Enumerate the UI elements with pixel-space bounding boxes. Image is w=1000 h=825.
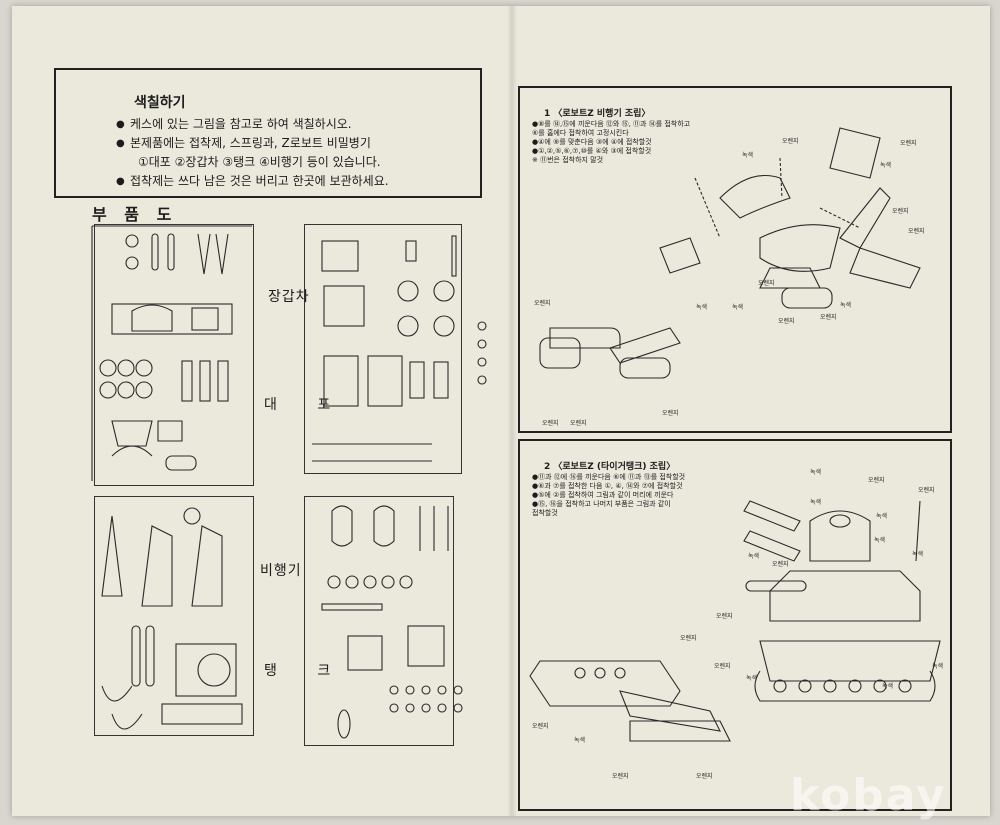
color-callout: 오렌지 (696, 773, 713, 780)
assembly-step: ●⑧를 ⑭,⑮에 끼운다음 ⑫와 ⑮, ⑪과 ⑭를 접착하고 (532, 120, 691, 128)
color-callout: 녹색 (696, 304, 708, 311)
color-callout: 녹색 (880, 162, 892, 169)
color-callout: 녹색 (748, 553, 760, 560)
color-callout: 오렌지 (662, 410, 679, 417)
color-callout: 오렌지 (782, 138, 799, 145)
color-callout: 녹색 (732, 304, 744, 311)
parts-line-art (91, 225, 487, 739)
label-airplane: 비행기 (260, 563, 302, 579)
color-callout: 오렌지 (542, 420, 559, 427)
center-fold (507, 6, 517, 816)
color-callout: 녹색 (932, 663, 944, 670)
color-callout: 녹색 (874, 537, 886, 544)
instruction-sheet: 색칠하기 케스에 있는 그림을 참고로 하여 색칠하시오. 본제품에는 접착제,… (12, 6, 990, 816)
tiger-tank-assembly-title: 2 〈로보트Z (타이거탱크) 조립〉 (544, 462, 676, 472)
color-callout: 오렌지 (532, 723, 549, 730)
airplane-assembly-title: 1 〈로보트Z 비행기 조립〉 (544, 109, 651, 119)
color-callout: 오렌지 (716, 613, 733, 620)
sprue-frame-a (94, 224, 254, 486)
color-callout: 오렌지 (772, 561, 789, 568)
color-callout: 녹색 (810, 499, 822, 506)
assembly-step: ●⑮, ⑯을 접착하고 나머지 부품은 그림과 같이 (532, 500, 671, 508)
airplane-assembly-panel: 1 〈로보트Z 비행기 조립〉 ●⑧를 ⑭,⑮에 끼운다음 ⑫와 ⑮, ⑪과 ⑭… (518, 86, 952, 433)
assembly-step: ●⑥과 ⑦를 접착한 다음 ①, ④, ⑭와 ⑦에 접착할것 (532, 482, 683, 490)
assembly-step: ●④에 ⑨를 맞춘다음 ③에 ④에 접착할것 (532, 138, 652, 146)
color-callout: 오렌지 (714, 663, 731, 670)
assembly-step: ※ ⑪번은 접착하지 말것 (532, 156, 604, 164)
color-callout: 오렌지 (918, 487, 935, 494)
color-callout: 오렌지 (680, 635, 697, 642)
color-callout: 오렌지 (908, 228, 925, 235)
airplane-assembly-steps: ●⑧를 ⑭,⑮에 끼운다음 ⑫와 ⑮, ⑪과 ⑭를 접착하고 ⑥를 홈에다 접착… (532, 120, 690, 165)
color-callout: 오렌지 (534, 300, 551, 307)
instruction-line: ①대포 ②장갑차 ③탱크 ④비행기 등이 있습니다. (138, 155, 381, 169)
color-callout: 녹색 (746, 675, 758, 682)
coloring-instruction-list: 케스에 있는 그림을 참고로 하여 색칠하시오. 본제품에는 접착제, 스프링과… (116, 115, 389, 191)
tiger-tank-assembly-steps: ●⑪과 ⑫에 ⑯를 끼운다음 ⑥에 ⑪과 ⑬를 접착할것 ●⑥과 ⑦를 접착한 … (532, 473, 685, 518)
sprue-c-parts (101, 507, 243, 730)
assembly-step: ●①,②,⑤,⑥,⑦,⑩를 ④와 ③에 접착할것 (532, 147, 652, 155)
assembly-step: 접착할것 (532, 509, 558, 517)
color-callout: 녹색 (840, 302, 852, 309)
tiger-tank-assembly-panel: 2 〈로보트Z (타이거탱크) 조립〉 ●⑪과 ⑫에 ⑯를 끼운다음 ⑥에 ⑪과… (518, 439, 952, 811)
tiger-tank-assembly-drawing (529, 500, 941, 742)
assembly-step: ⑥를 홈에다 접착하여 고정시킨다 (532, 129, 629, 137)
coloring-instructions-box: 색칠하기 케스에 있는 그림을 참고로 하여 색칠하시오. 본제품에는 접착제,… (54, 68, 482, 198)
color-callout: 오렌지 (868, 477, 885, 484)
color-callout: 오렌지 (900, 140, 917, 147)
assembly-step: ●⑪과 ⑫에 ⑯를 끼운다음 ⑥에 ⑪과 ⑬를 접착할것 (532, 473, 686, 481)
color-callout: 오렌지 (892, 208, 909, 215)
sprue-a-parts (91, 225, 252, 481)
sprue-frame-c (94, 496, 254, 736)
color-callout: 녹색 (876, 513, 888, 520)
label-cannon: 대 포 (264, 397, 349, 413)
color-callout: 녹색 (742, 152, 754, 159)
color-callout: 녹색 (810, 469, 822, 476)
label-tank: 탱 크 (264, 663, 349, 679)
color-callout: 오렌지 (612, 773, 629, 780)
sprue-d-parts (321, 505, 463, 739)
instruction-line: 본제품에는 접착제, 스프링과, Z로보트 비밀병기 (116, 134, 389, 153)
color-callout: 녹색 (912, 551, 924, 558)
color-callout: 오렌지 (820, 314, 837, 321)
instruction-line: 접착제는 쓰다 남은 것은 버리고 한곳에 보관하세요. (116, 172, 389, 191)
sprue-frame-d (304, 496, 454, 746)
parts-diagram-title: 부 품 도 (92, 205, 178, 224)
color-callout: 녹색 (574, 737, 586, 744)
color-callout: 녹색 (882, 683, 894, 690)
instruction-line: 케스에 있는 그림을 참고로 하여 색칠하시오. (116, 115, 389, 134)
color-callout: 오렌지 (758, 280, 775, 287)
color-callout: 오렌지 (570, 420, 587, 427)
watermark-logo: kobay (790, 770, 947, 821)
color-callout: 오렌지 (778, 318, 795, 325)
assembly-step: ●⑤에 ②를 접착하여 그림과 같이 머리에 끼운다 (532, 491, 674, 499)
label-armored-car: 장갑차 (268, 289, 310, 305)
sprue-b-parts (312, 235, 487, 462)
coloring-title: 색칠하기 (134, 95, 186, 111)
sprue-frame-b (304, 224, 462, 474)
airplane-assembly-drawing (539, 127, 921, 379)
